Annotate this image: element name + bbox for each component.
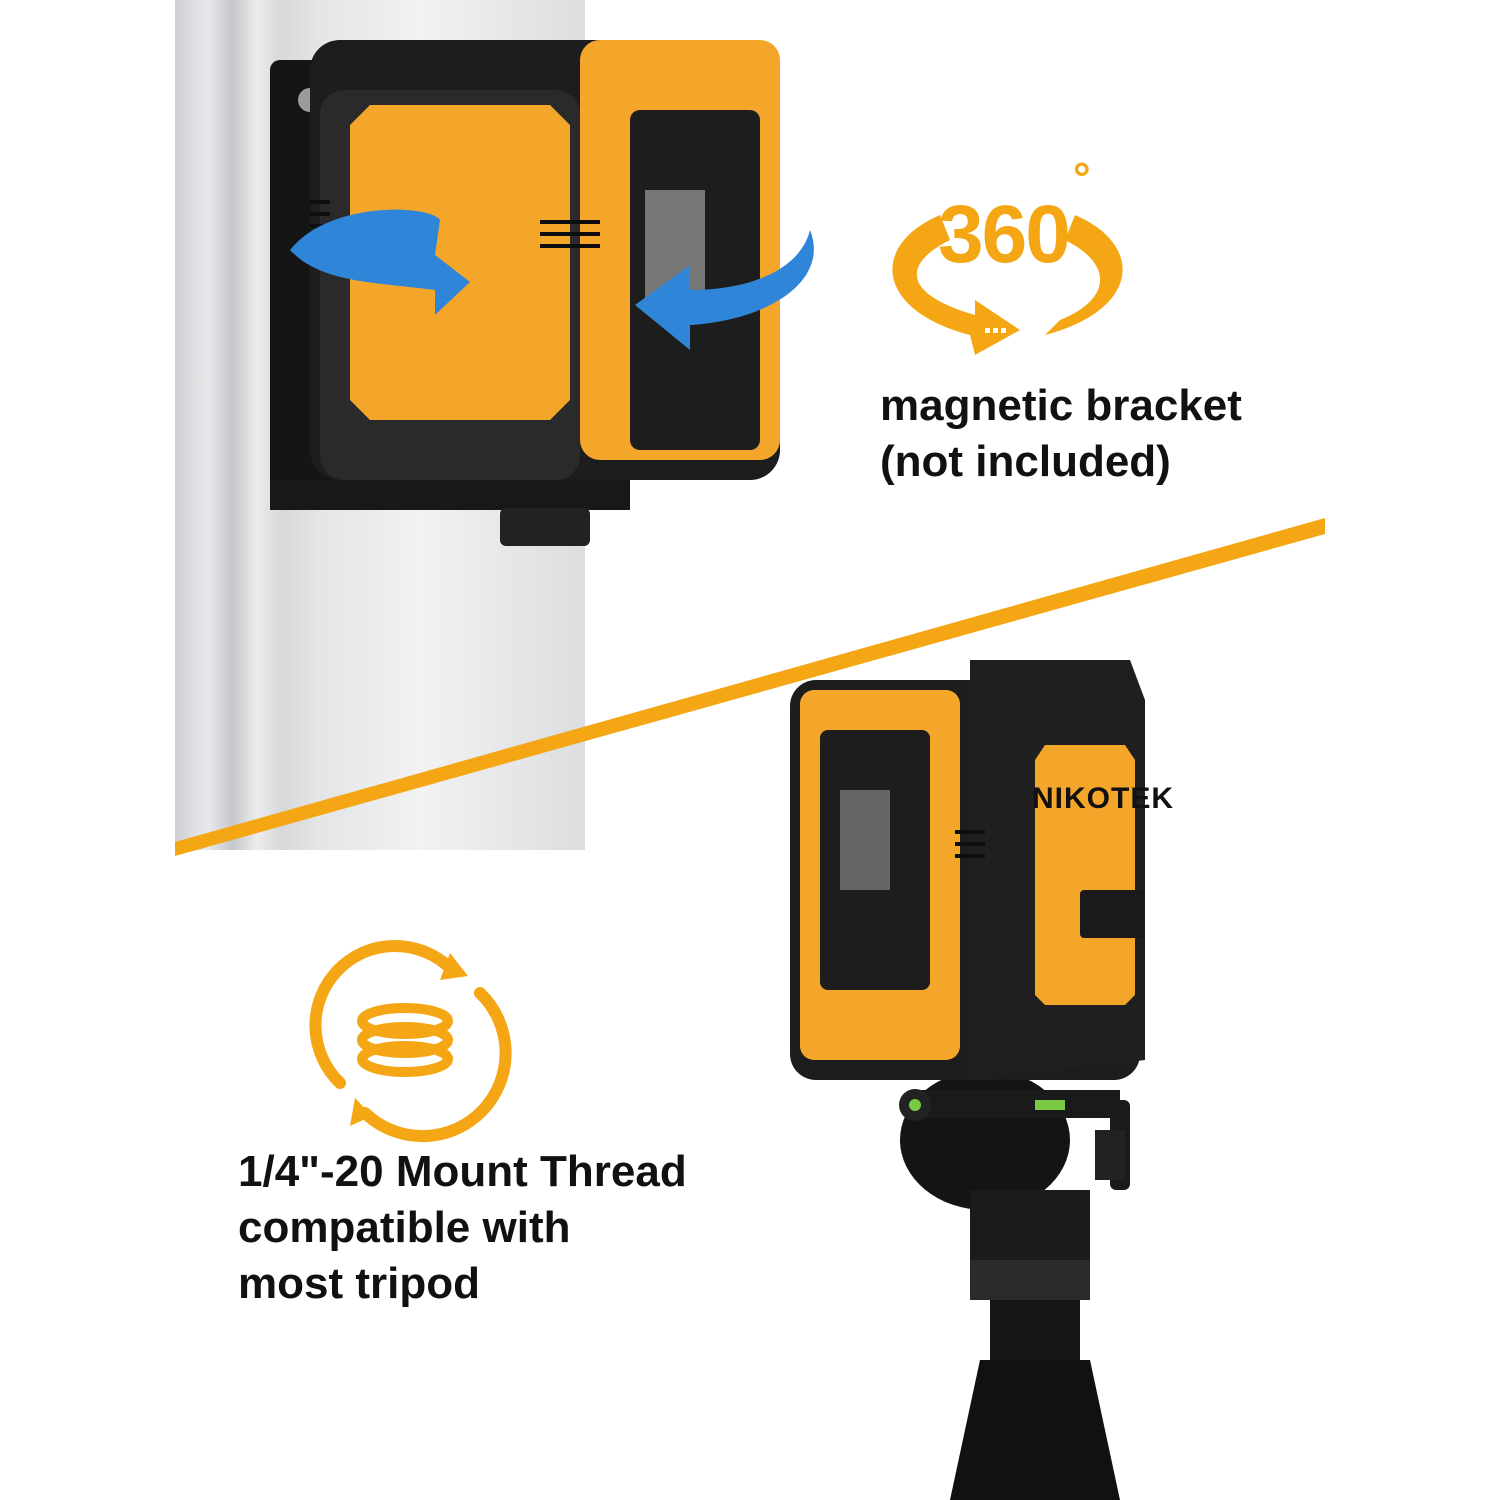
brand-logo: NIKOTEK xyxy=(1032,782,1174,815)
laser-level-on-tripod-image xyxy=(790,660,1145,1500)
caption-line: magnetic bracket xyxy=(880,381,1242,430)
mount-thread-caption: 1/4"-20 Mount Thread compatible with mos… xyxy=(238,1144,687,1312)
badge-number: 360 xyxy=(938,189,1071,280)
mount-thread-icon xyxy=(309,939,512,1143)
caption-line: (not included) xyxy=(880,437,1171,486)
laser-level-on-bracket-image xyxy=(270,40,814,546)
caption-line: 1/4"-20 Mount Thread xyxy=(238,1147,687,1196)
badge-degree: ° xyxy=(1073,154,1091,203)
360-rotation-badge: 360 ° xyxy=(880,154,1140,360)
caption-line: compatible with xyxy=(238,1203,571,1252)
caption-line: most tripod xyxy=(238,1259,480,1308)
magnetic-bracket-caption: magnetic bracket (not included) xyxy=(880,378,1242,490)
rotation-ring-icon xyxy=(892,215,1123,355)
